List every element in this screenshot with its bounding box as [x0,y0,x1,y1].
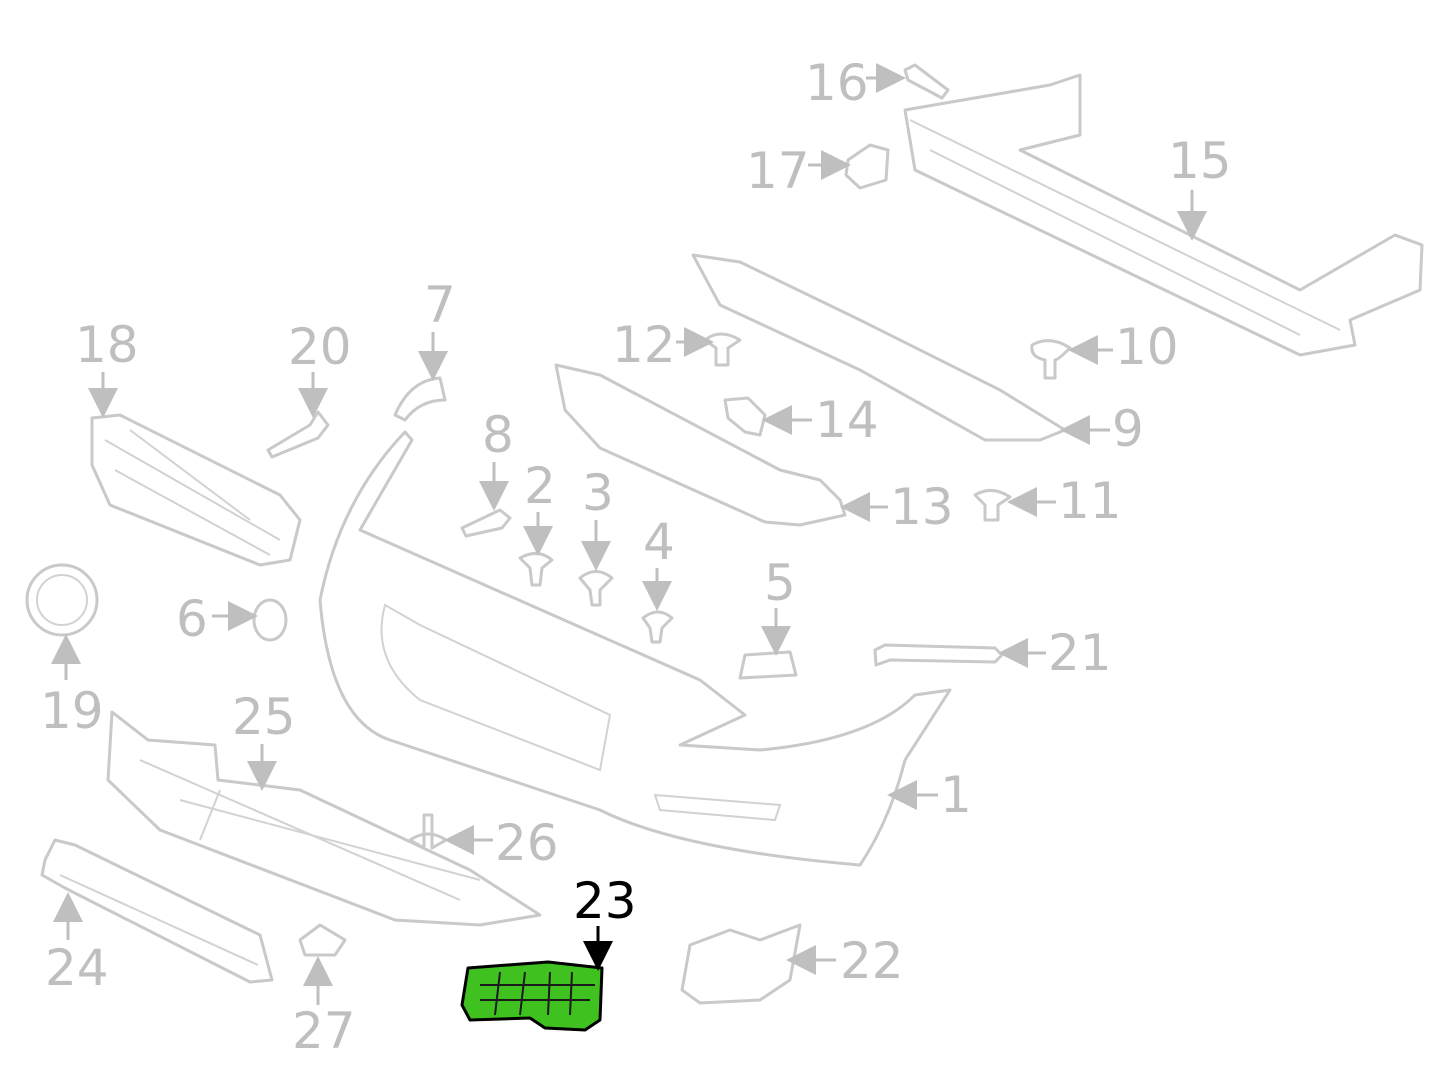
label-7[interactable]: 7 [424,276,456,334]
part-1-bumper-cover[interactable] [318,430,952,867]
label-4[interactable]: 4 [643,513,675,571]
part-4-clip[interactable] [641,610,674,644]
part-10-clip[interactable] [1030,339,1072,380]
label-26[interactable]: 26 [495,814,559,872]
part-8-screw[interactable] [460,508,512,538]
part-24-deflector[interactable] [40,838,274,984]
part-5-cover[interactable] [738,650,798,680]
label-13[interactable]: 13 [890,478,954,536]
label-19[interactable]: 19 [40,682,104,740]
part-27-clip[interactable] [298,923,347,957]
label-2[interactable]: 2 [524,457,556,515]
part-14-clip[interactable] [723,396,767,437]
part-21-bracket[interactable] [873,643,1004,667]
part-11-clip[interactable] [973,489,1012,522]
label-11[interactable]: 11 [1058,472,1122,530]
label-20[interactable]: 20 [288,318,352,376]
label-1[interactable]: 1 [940,766,972,824]
part-2-clip[interactable] [518,552,554,587]
label-23-selected[interactable]: 23 [573,872,637,930]
label-3[interactable]: 3 [582,464,614,522]
part-12-clip[interactable] [703,332,742,367]
part-9-bracket[interactable] [691,253,1067,442]
label-8[interactable]: 8 [482,406,514,464]
label-17[interactable]: 17 [746,142,810,200]
part-19-ring[interactable] [25,563,99,637]
part-25-undertray[interactable] [106,710,542,927]
label-25[interactable]: 25 [232,688,296,746]
callout-arrows [51,63,1207,1005]
label-9[interactable]: 9 [1112,400,1144,458]
label-27[interactable]: 27 [292,1002,356,1060]
label-12[interactable]: 12 [612,316,676,374]
part-22-bracket[interactable] [680,923,802,1005]
part-15-bumper-reinforcement[interactable] [903,73,1424,357]
part-6-plug[interactable] [252,598,288,642]
part-23-selected-grille-insert[interactable] [460,960,604,1032]
part-7-trim[interactable] [393,376,447,422]
part-18-grille[interactable] [90,413,302,567]
label-10[interactable]: 10 [1115,318,1179,376]
label-15[interactable]: 15 [1168,132,1232,190]
part-16-bolt[interactable] [903,63,950,100]
label-5[interactable]: 5 [764,554,796,612]
part-26-clip[interactable] [408,813,448,850]
label-24[interactable]: 24 [45,939,109,997]
label-16[interactable]: 16 [805,54,869,112]
label-6[interactable]: 6 [176,590,208,648]
label-22[interactable]: 22 [840,932,904,990]
label-18[interactable]: 18 [75,316,139,374]
part-17-cap[interactable] [844,143,890,190]
label-21[interactable]: 21 [1048,624,1112,682]
label-14[interactable]: 14 [815,391,879,449]
part-3-clip[interactable] [578,570,614,607]
part-20-bolt[interactable] [266,410,330,459]
